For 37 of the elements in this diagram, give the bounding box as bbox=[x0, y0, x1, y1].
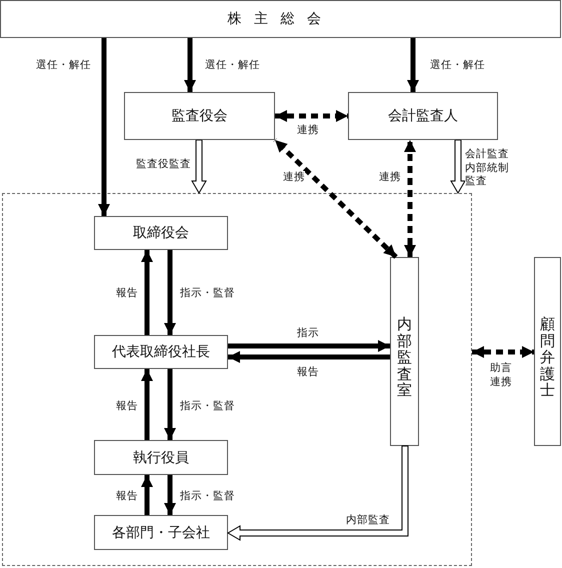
arrow bbox=[472, 346, 534, 358]
org-box bbox=[94, 515, 228, 550]
node-label: 取締役会 bbox=[133, 224, 189, 242]
arrow bbox=[273, 138, 398, 259]
org-box bbox=[390, 257, 419, 446]
arrow bbox=[184, 38, 196, 92]
node-label: 監査役会 bbox=[172, 107, 228, 125]
arrow bbox=[227, 446, 408, 541]
arrow bbox=[407, 38, 419, 92]
arrow bbox=[164, 475, 176, 515]
arrow bbox=[404, 140, 416, 257]
org-box bbox=[348, 92, 498, 140]
arrow bbox=[98, 38, 110, 216]
node-label: 株主総会 bbox=[227, 10, 334, 28]
node-label: 代表取締役社長 bbox=[112, 343, 210, 361]
org-box bbox=[94, 216, 228, 250]
arrow bbox=[141, 250, 153, 335]
org-box bbox=[94, 335, 228, 369]
org-box bbox=[94, 440, 228, 475]
org-box bbox=[124, 92, 275, 140]
node-label: 執行役員 bbox=[133, 448, 189, 466]
arrow bbox=[228, 351, 390, 363]
node-label: 各部門・子会社 bbox=[112, 524, 210, 542]
arrow bbox=[141, 369, 153, 440]
node-label: 顧問弁護士 bbox=[540, 316, 555, 398]
arrow bbox=[164, 369, 176, 440]
arrow bbox=[141, 475, 153, 515]
node-label: 会計監査人 bbox=[388, 107, 458, 125]
arrow bbox=[450, 140, 466, 194]
edge-label: 助言連携 bbox=[490, 362, 514, 390]
node-label: 内部監査室 bbox=[397, 316, 412, 398]
org-box bbox=[534, 257, 561, 446]
arrow bbox=[191, 140, 207, 194]
meeting-box bbox=[0, 0, 561, 38]
arrow bbox=[164, 250, 176, 335]
arrow bbox=[275, 110, 348, 122]
arrow bbox=[228, 340, 390, 352]
